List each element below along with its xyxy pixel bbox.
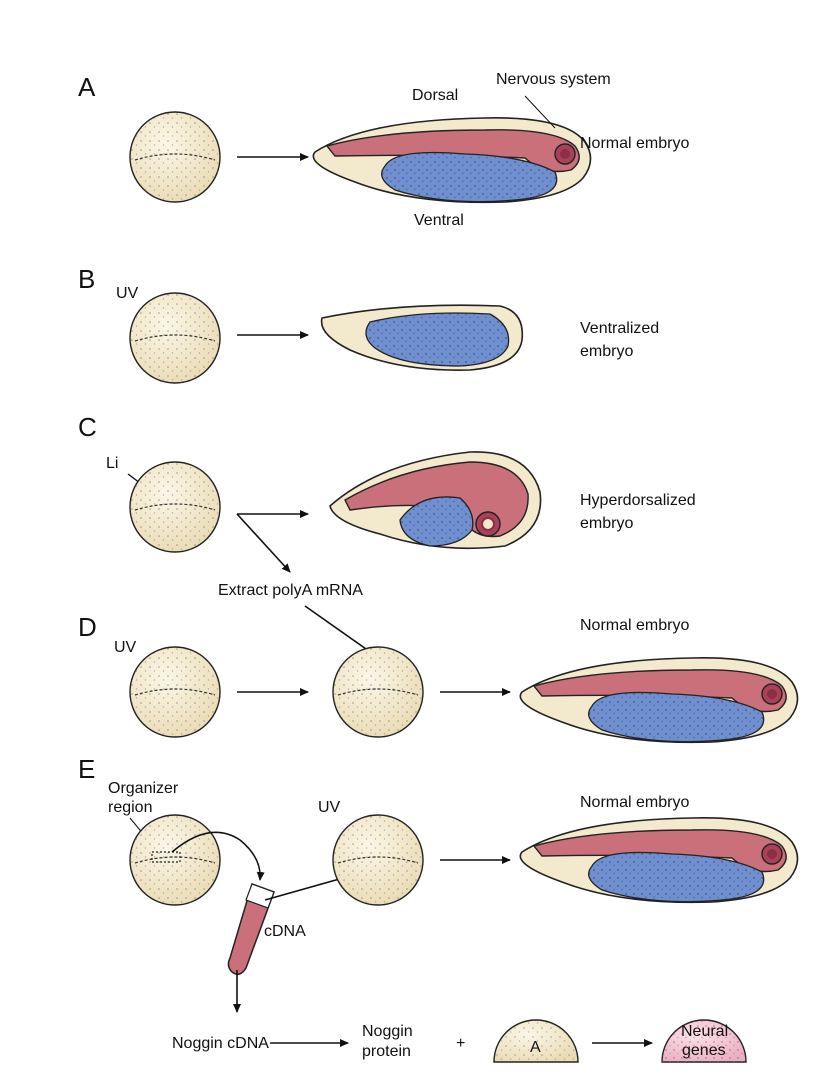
egg-b [130,293,220,383]
noggin-protein-label-1: Noggin [362,1023,413,1040]
ventralized-embryo [322,305,523,370]
normal-embryo-e [520,818,797,902]
organizer-label-2: region [108,799,152,816]
arrow-c-extract [237,514,290,572]
ventral-label: Ventral [414,212,464,229]
neural-genes-label-1: Neural [681,1023,728,1040]
egg-a [130,112,220,202]
nervous-system-label: Nervous system [496,71,611,88]
panel-a-letter: A [78,72,96,102]
panel-b: B UV Ventralized embryo [78,264,659,383]
panel-d: D UV Normal embryo [78,612,798,742]
result-label-b-2: embryo [580,343,633,360]
egg-c [130,462,220,552]
animal-cap-label: A [530,1039,541,1056]
panel-e-letter: E [78,754,95,784]
egg-e-2 [333,815,423,905]
organizer-label-1: Organizer [108,780,179,797]
result-label-d: Normal embryo [580,617,689,634]
normal-embryo-a [313,118,590,202]
li-label: Li [106,455,118,472]
noggin-protein-label-2: protein [362,1043,411,1060]
normal-embryo-d [520,658,797,742]
dorsal-label: Dorsal [412,87,458,104]
egg-d-1 [130,647,220,737]
cdna-label: cDNA [264,923,306,940]
panel-e: E Organizer region cDNA UV Normal embryo [78,754,798,1012]
extract-mrna-label: Extract polyA mRNA [218,582,363,599]
result-label-e: Normal embryo [580,794,689,811]
result-label-a: Normal embryo [580,135,689,152]
noggin-row: Noggin cDNA Noggin protein + A Neural ge… [172,1020,746,1062]
panel-a: A Dorsal Nervous system Ventral Normal e… [78,71,689,229]
plus-sign: + [456,1035,465,1052]
noggin-cdna-label: Noggin cDNA [172,1035,269,1052]
panel-c-letter: C [78,412,97,442]
egg-d-2 [333,647,423,737]
uv-label-b: UV [116,285,139,302]
panel-b-letter: B [78,264,95,294]
egg-e-1 [130,815,220,905]
neural-genes-label-2: genes [682,1042,726,1059]
uv-label-d: UV [114,639,137,656]
hyperdorsalized-embryo [330,452,541,548]
result-label-c-2: embryo [580,515,633,532]
result-label-b-1: Ventralized [580,320,659,337]
panel-d-letter: D [78,612,97,642]
uv-label-e: UV [318,799,341,816]
result-label-c-1: Hyperdorsalized [580,492,696,509]
